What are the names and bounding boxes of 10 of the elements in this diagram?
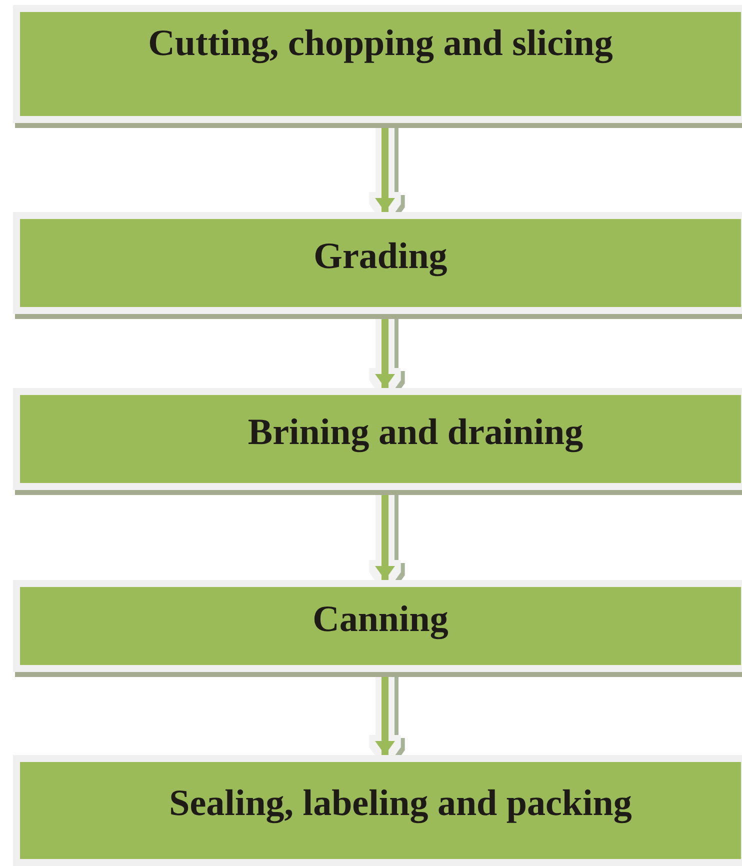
step-label: Grading bbox=[314, 234, 448, 278]
arrow bbox=[375, 128, 395, 212]
step-label: Brining and draining bbox=[248, 410, 584, 454]
step-label: Cutting, chopping and slicing bbox=[148, 22, 613, 65]
process-box bbox=[13, 755, 742, 866]
step-label: Canning bbox=[312, 598, 448, 640]
arrow bbox=[375, 677, 395, 755]
arrow bbox=[375, 495, 395, 580]
arrow bbox=[375, 319, 395, 388]
step-label: Sealing, labeling and packing bbox=[169, 782, 632, 825]
